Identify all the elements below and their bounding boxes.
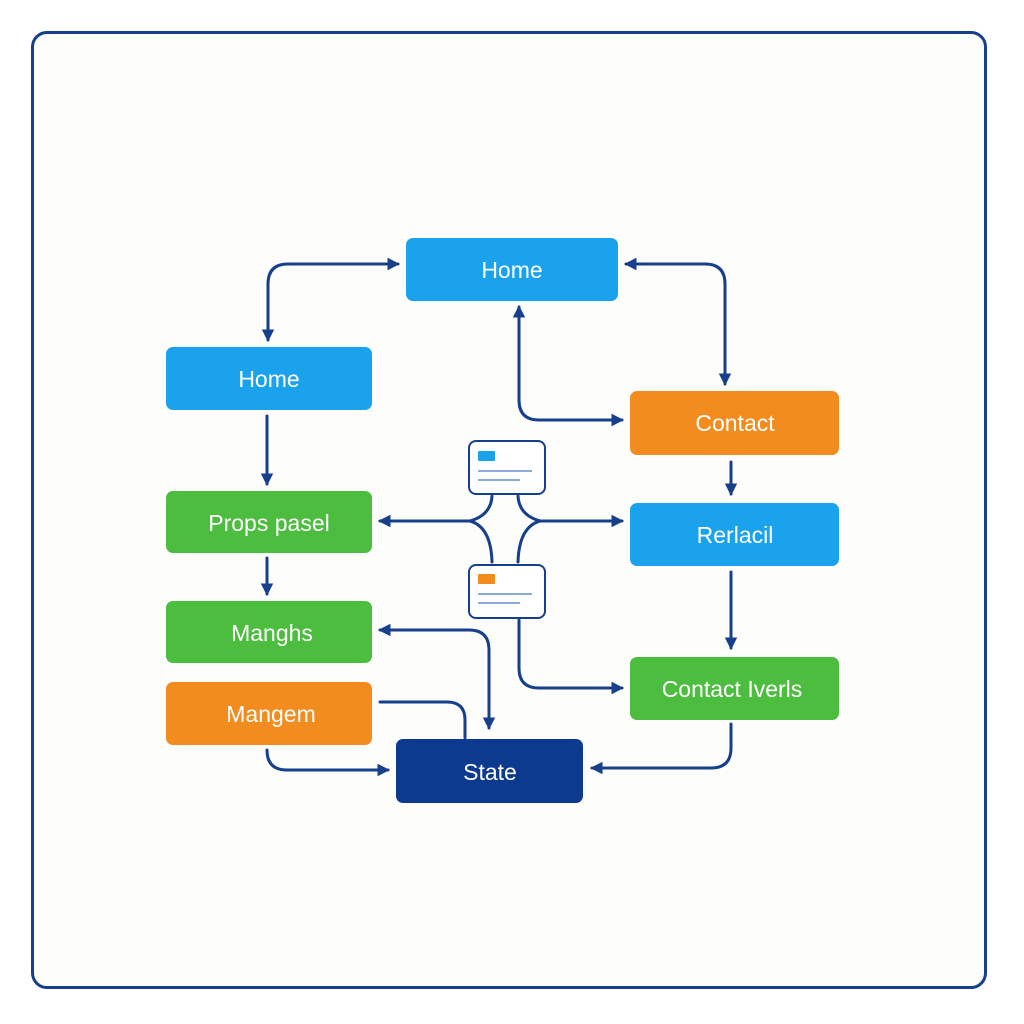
document-card-icon xyxy=(468,440,546,495)
connector-mangem-to-state-line xyxy=(378,700,467,740)
node-props-panel[interactable]: Props pasel xyxy=(166,491,372,553)
connector-home-top-to-contact xyxy=(624,257,732,386)
connector-contact-iverls-to-state xyxy=(590,722,733,775)
node-label: State xyxy=(463,759,517,785)
node-mangem[interactable]: Mangem xyxy=(166,682,372,745)
node-contact-iverls[interactable]: Contact Iverls xyxy=(630,657,839,720)
node-label: Manghs xyxy=(231,620,313,646)
node-contact[interactable]: Contact xyxy=(630,391,839,455)
node-label: Mangem xyxy=(226,701,315,727)
node-label: Contact xyxy=(695,410,775,436)
node-label: Props pasel xyxy=(208,510,329,536)
connector-mangem-to-state xyxy=(265,748,390,777)
node-state[interactable]: State xyxy=(396,739,583,803)
node-home-left[interactable]: Home xyxy=(166,347,372,410)
node-home-top[interactable]: Home xyxy=(406,238,618,301)
node-label: Rerlacil xyxy=(697,522,774,548)
connector-hub-upper-left xyxy=(468,494,494,523)
connector-state-to-manghs xyxy=(378,623,496,730)
node-label: Home xyxy=(481,257,542,283)
connector-contact-to-home-top xyxy=(512,305,624,427)
connector-hub-upper-right xyxy=(516,494,542,523)
node-manghs[interactable]: Manghs xyxy=(166,601,372,663)
connector-card-to-contact-iverls xyxy=(517,618,624,695)
connector-hub-lower-left xyxy=(468,519,494,564)
connector-hub-lower-right xyxy=(516,519,542,564)
node-label: Contact Iverls xyxy=(662,676,803,702)
document-card-icon xyxy=(468,564,546,619)
node-rerlacil[interactable]: Rerlacil xyxy=(630,503,839,566)
connector-home-top-to-home-left xyxy=(261,257,400,342)
node-label: Home xyxy=(238,366,299,392)
